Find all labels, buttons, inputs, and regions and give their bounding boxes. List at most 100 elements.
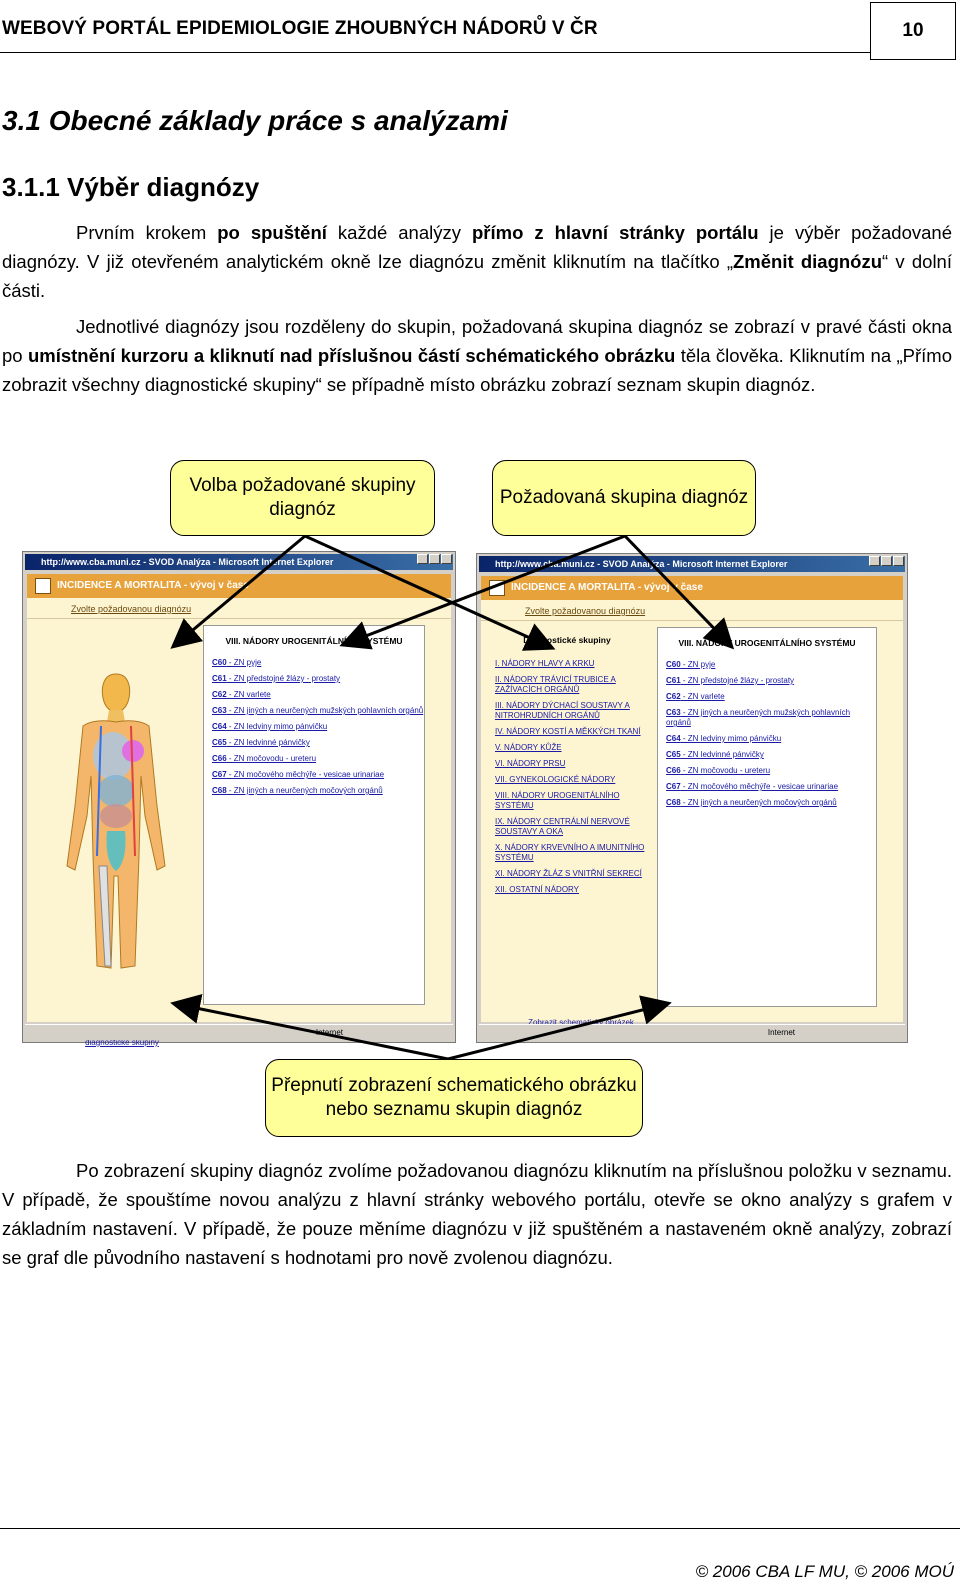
groups-panel: Diagnostické skupiny I. NÁDORY HLAVY A K… xyxy=(487,627,647,997)
list-item[interactable]: C67 - ZN močového měchýře - vesicae urin… xyxy=(212,770,424,780)
list-item[interactable]: VII. GYNEKOLOGICKÉ NÁDORY xyxy=(495,775,616,784)
groups-title: Diagnostické skupiny xyxy=(523,635,611,645)
choose-diagnosis-label: Zvolte požadovanou diagnózu xyxy=(71,604,192,614)
app-bar: INCIDENCE A MORTALITA - vývoj v čase xyxy=(481,576,903,600)
list-item[interactable]: C63 - ZN jiných a neurčených mužských po… xyxy=(212,706,424,716)
diagnosis-code: C63 xyxy=(666,708,681,717)
diagnosis-name: - ZN jiných a neurčených močových orgánů xyxy=(226,786,383,795)
diagnosis-code: C64 xyxy=(212,722,227,731)
choose-diagnosis-label: Zvolte požadovanou diagnózu xyxy=(525,606,646,616)
panel-title: VIII. NÁDORY UROGENITÁLNÍHO SYSTÉMU xyxy=(678,638,856,648)
diagnosis-code: C63 xyxy=(212,706,227,715)
window-titlebar: http://www.cba.muni.cz - SVOD Analýza - … xyxy=(479,556,905,572)
diagnosis-name: - ZN pyje xyxy=(226,658,262,667)
diagnosis-name: - ZN ledvinné pánvičky xyxy=(680,750,764,759)
list-item[interactable]: C61 - ZN předstojné žlázy - prostaty xyxy=(666,676,876,686)
list-item[interactable]: C66 - ZN močovodu - ureteru xyxy=(666,766,876,776)
list-item[interactable]: C68 - ZN jiných a neurčených močových or… xyxy=(666,798,876,808)
p2-text: těla člověka. Kliknutím na „Přímo zobraz… xyxy=(2,345,952,395)
panel-title: VIII. NÁDORY UROGENITÁLNÍHO SYSTÉMU xyxy=(225,636,403,646)
p1-text: je výběr požadované diagnózy. V již otev… xyxy=(2,222,952,272)
diagnosis-panel: VIII. NÁDORY UROGENITÁLNÍHO SYSTÉMU C60 … xyxy=(657,627,877,1007)
status-bar: Internet xyxy=(479,1024,905,1040)
diagnosis-code: C67 xyxy=(212,770,227,779)
footer-rule xyxy=(0,1528,960,1529)
status-bar: Internet xyxy=(25,1024,453,1040)
paragraph-2: Jednotlivé diagnózy jsou rozděleny do sk… xyxy=(2,312,952,399)
status-zone: Internet xyxy=(315,1028,343,1037)
window-controls xyxy=(417,554,452,564)
diagnosis-panel: VIII. NÁDORY UROGENITÁLNÍHO SYSTÉMU C60 … xyxy=(203,625,425,1005)
diagnosis-name: - ZN pyje xyxy=(680,660,716,669)
list-item[interactable]: C63 - ZN jiných a neurčených mužských po… xyxy=(666,708,876,728)
list-item[interactable]: IX. NÁDORY CENTRÁLNÍ NERVOVÉ SOUSTAVY A … xyxy=(495,817,630,836)
diagnosis-code: C66 xyxy=(212,754,227,763)
footer-copyright: © 2006 CBA LF MU, © 2006 MOÚ xyxy=(695,1562,954,1581)
list-item[interactable]: C61 - ZN předstojné žlázy - prostaty xyxy=(212,674,424,684)
document-header-title: WEBOVÝ PORTÁL EPIDEMIOLOGIE ZHOUBNÝCH NÁ… xyxy=(2,18,598,39)
diagnosis-name: - ZN ledviny mimo pánvičku xyxy=(680,734,782,743)
diagnosis-list: C60 - ZN pyje C61 - ZN předstojné žlázy … xyxy=(204,658,424,796)
diagnosis-name: - ZN jiných a neurčených mužských pohlav… xyxy=(666,708,851,727)
list-item[interactable]: II. NÁDORY TRÁVICÍ TRUBICE A ZAŽÍVACÍCH … xyxy=(495,675,616,694)
human-body-diagram[interactable] xyxy=(61,666,171,986)
content-rule xyxy=(27,618,451,619)
list-item[interactable]: XI. NÁDORY ŽLÁZ S VNITŘNÍ SEKRECÍ xyxy=(495,869,642,878)
diagnosis-code: C61 xyxy=(212,674,227,683)
diagnosis-name: - ZN jiných a neurčených mužských pohlav… xyxy=(226,706,424,715)
list-item[interactable]: IV. NÁDORY KOSTÍ A MĚKKÝCH TKANÍ xyxy=(495,727,641,736)
list-item[interactable]: C65 - ZN ledvinné pánvičky xyxy=(212,738,424,748)
list-item[interactable]: C64 - ZN ledviny mimo pánvičku xyxy=(666,734,876,744)
list-item[interactable]: I. NÁDORY HLAVY A KRKU xyxy=(495,659,595,668)
diagnosis-name: - ZN močového měchýře - vesicae urinaria… xyxy=(680,782,839,791)
diagnosis-code: C68 xyxy=(212,786,227,795)
diagnosis-code: C60 xyxy=(212,658,227,667)
diagnosis-code: C65 xyxy=(212,738,227,747)
list-item[interactable]: VI. NÁDORY PRSU xyxy=(495,759,566,768)
list-item[interactable]: VIII. NÁDORY UROGENITÁLNÍHO SYSTÉMU xyxy=(495,791,620,810)
maximize-icon[interactable] xyxy=(429,554,440,564)
list-item[interactable]: XII. OSTATNÍ NÁDORY xyxy=(495,885,580,894)
page-number: 10 xyxy=(870,2,956,60)
window-controls xyxy=(869,556,904,566)
maximize-icon[interactable] xyxy=(881,556,892,566)
close-icon[interactable] xyxy=(441,554,452,564)
list-item[interactable]: C68 - ZN jiných a neurčených močových or… xyxy=(212,786,424,796)
subsection-heading: 3.1.1 Výběr diagnózy xyxy=(2,172,260,202)
window-titlebar: http://www.cba.muni.cz - SVOD Analýza - … xyxy=(25,554,453,570)
diagnosis-code: C64 xyxy=(666,734,681,743)
section-heading: 3.1 Obecné základy práce s analýzami xyxy=(2,105,508,136)
p2-bold: umístnění kurzoru a kliknutí nad přísluš… xyxy=(27,345,676,366)
diagnosis-name: - ZN varlete xyxy=(680,692,725,701)
list-item[interactable]: C60 - ZN pyje xyxy=(666,660,876,670)
list-item[interactable]: C60 - ZN pyje xyxy=(212,658,424,668)
list-item[interactable]: X. NÁDORY KRVEVNÍHO A IMUNITNÍHO SYSTÉMU xyxy=(495,843,645,862)
content-rule xyxy=(481,620,903,621)
minimize-icon[interactable] xyxy=(869,556,880,566)
window-content: Zvolte požadovanou diagnózu Diagnostické… xyxy=(481,600,903,1027)
paragraph-1: Prvním krokem po spuštění každé analýzy … xyxy=(2,218,952,305)
list-item[interactable]: C65 - ZN ledvinné pánvičky xyxy=(666,750,876,760)
list-item[interactable]: C62 - ZN varlete xyxy=(666,692,876,702)
callout-toggle-view: Přepnutí zobrazení schematického obrázku… xyxy=(265,1059,643,1137)
list-item[interactable]: C62 - ZN varlete xyxy=(212,690,424,700)
diagnosis-code: C60 xyxy=(666,660,681,669)
list-item[interactable]: C64 - ZN ledviny mimo pánvičku xyxy=(212,722,424,732)
diagnosis-code: C66 xyxy=(666,766,681,775)
diagnosis-name: - ZN jiných a neurčených močových orgánů xyxy=(680,798,837,807)
diagnosis-code: C68 xyxy=(666,798,681,807)
list-item[interactable]: V. NÁDORY KŮŽE xyxy=(495,743,562,752)
list-item[interactable]: C66 - ZN močovodu - ureteru xyxy=(212,754,424,764)
close-icon[interactable] xyxy=(893,556,904,566)
p1-bold: Změnit diagnózu xyxy=(732,251,883,272)
app-logo-icon xyxy=(35,578,51,594)
app-logo-icon xyxy=(489,580,505,596)
header-rule xyxy=(0,52,870,53)
minimize-icon[interactable] xyxy=(417,554,428,564)
status-zone: Internet xyxy=(767,1028,795,1037)
list-item[interactable]: III. NÁDORY DÝCHACÍ SOUSTAVY A NITROHRUD… xyxy=(495,701,630,720)
p1-bold: přímo z hlavní stránky portálu xyxy=(471,222,759,243)
diagnosis-code: C62 xyxy=(666,692,681,701)
list-item[interactable]: C67 - ZN močového měchýře - vesicae urin… xyxy=(666,782,876,792)
p1-text: “ v dolní části. xyxy=(2,251,952,301)
